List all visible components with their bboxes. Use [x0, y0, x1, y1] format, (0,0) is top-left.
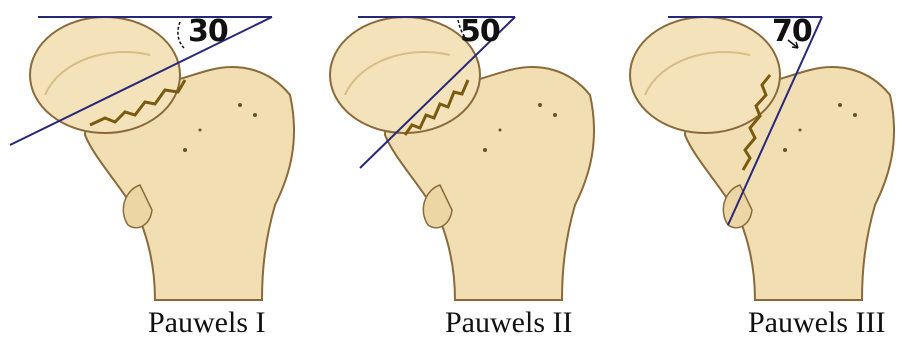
caption-pauwels-1: Pauwels I	[148, 306, 265, 340]
angle-label-70: 70	[772, 14, 812, 49]
femoral-head	[30, 17, 180, 133]
angle-label-30: 30	[188, 14, 228, 49]
pauwels-1-panel: 30	[0, 0, 300, 300]
pauwels-2-panel: 50	[300, 0, 600, 300]
femur-illustration-1	[0, 0, 300, 300]
femoral-head	[330, 17, 480, 133]
femur-illustration-2	[300, 0, 600, 300]
angle-label-50: 50	[460, 14, 500, 49]
caption-pauwels-3: Pauwels III	[748, 306, 885, 340]
femoral-head	[630, 17, 780, 133]
femur-illustration-3	[600, 0, 900, 300]
caption-pauwels-2: Pauwels II	[445, 306, 572, 340]
angle-arrow	[178, 22, 184, 48]
pauwels-3-panel: 70	[600, 0, 900, 300]
